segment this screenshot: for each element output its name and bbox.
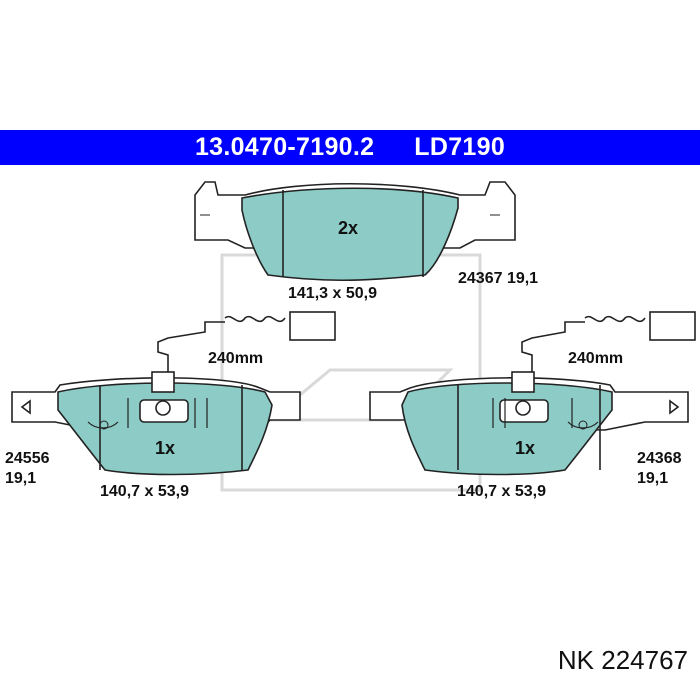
right-pad-quantity: 1x (515, 438, 536, 458)
top-pad (194, 181, 516, 282)
reference-code: LD7190 (414, 133, 506, 161)
left-sensor-length: 240mm (208, 350, 264, 367)
right-pad-dimensions: 140,7 x 53,9 (457, 483, 546, 500)
top-pad-spec: 24367 19,1 (458, 270, 539, 287)
top-pad-friction (241, 187, 459, 282)
left-pad-quantity: 1x (155, 438, 176, 458)
right-sensor-connector (649, 311, 696, 341)
left-pad (11, 311, 336, 476)
right-sensor-wire (521, 321, 585, 378)
top-pad-dimensions: 141,3 x 50,9 (288, 285, 377, 302)
part-number: 13.0470-7190.2 (194, 133, 375, 161)
right-pad (369, 311, 696, 476)
right-pad-friction (401, 382, 613, 476)
right-pad-spec-thickness: 19,1 (637, 470, 669, 487)
left-sensor-connector (289, 311, 336, 341)
footer-label: NK 224767 (557, 645, 688, 675)
right-pad-spec-code: 24368 (637, 450, 682, 467)
left-sensor-wire (157, 321, 225, 378)
left-pad-friction (57, 382, 273, 476)
top-pad-quantity: 2x (338, 218, 359, 238)
left-pad-spec-thickness: 19,1 (5, 470, 37, 487)
right-sensor-length: 240mm (568, 350, 624, 367)
left-pad-dimensions: 140,7 x 53,9 (100, 483, 189, 500)
title-bar: 13.0470-7190.2 LD7190 (0, 130, 700, 165)
left-pad-spec-code: 24556 (5, 450, 50, 467)
